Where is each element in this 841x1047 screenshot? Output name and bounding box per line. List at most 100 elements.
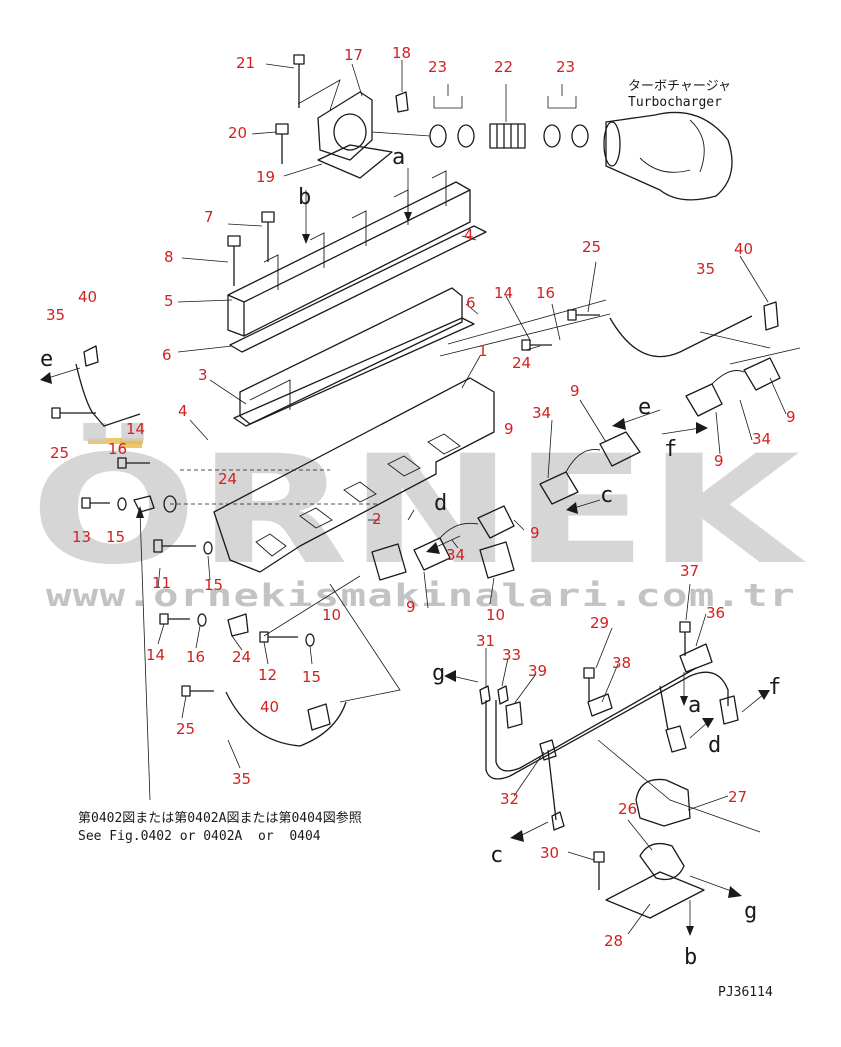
callout-40-left: 40 [78, 288, 97, 306]
callout-3: 3 [198, 366, 208, 384]
bolt-16-left [117, 457, 150, 469]
callout-35-right: 35 [696, 260, 715, 278]
turbocharger-label-ja: ターボチャージャ [628, 79, 731, 94]
watermark: ÖRNEK www.ornekismakinalari.com.tr [30, 422, 806, 614]
callout-15-left: 15 [106, 528, 125, 546]
callout-16-bottom: 16 [186, 648, 205, 666]
intake-manifold-1 [213, 377, 495, 573]
letter-d-mid: d [434, 491, 447, 516]
callout-40-right: 40 [734, 240, 753, 258]
bolt-18 [395, 91, 409, 113]
callout-35-left: 35 [46, 306, 65, 324]
bolt-20 [275, 123, 289, 164]
callout-9-d: 9 [406, 598, 416, 616]
callout-21: 21 [236, 54, 255, 72]
callout-38: 38 [612, 654, 631, 672]
callout-40-bottom: 40 [260, 698, 279, 716]
callout-39: 39 [528, 662, 547, 680]
callouts: 21 17 18 23 22 23 20 19 7 8 5 6 3 4 4 6 … [46, 44, 796, 950]
callout-14-top: 14 [126, 420, 145, 438]
bellows-22 [489, 123, 526, 149]
elbow-flange [333, 113, 367, 151]
callout-18: 18 [392, 44, 411, 62]
cap-40b [763, 301, 779, 331]
harness-34c [711, 370, 745, 385]
leaders [40, 60, 801, 936]
bolt-13 [81, 497, 110, 509]
connector-15 [133, 495, 155, 513]
callout-24-right: 24 [512, 354, 531, 372]
callout-26: 26 [618, 800, 637, 818]
callout-25-left: 25 [50, 444, 69, 462]
clamp-32 [539, 739, 557, 761]
line-art [51, 54, 781, 919]
reference-note-en: See Fig.0402 or 0402A or 0404 [78, 829, 321, 844]
callout-1: 1 [478, 342, 488, 360]
callout-20: 20 [228, 124, 247, 142]
callout-5: 5 [164, 292, 174, 310]
washer-2 [163, 495, 177, 513]
bracket-27 [635, 778, 691, 827]
cable-35-lower [225, 691, 347, 747]
bracket-17 [317, 91, 373, 161]
callout-33: 33 [502, 646, 521, 664]
callout-16-right: 16 [536, 284, 555, 302]
cable-35-right [609, 315, 753, 358]
callout-25-bottom: 25 [176, 720, 195, 738]
bolt-11 [153, 539, 196, 553]
callout-4-left: 4 [178, 402, 188, 420]
callout-34-b: 34 [446, 546, 465, 564]
heater-9f [743, 357, 781, 391]
callout-23-right: 23 [556, 58, 575, 76]
clip-31 [479, 685, 491, 705]
watermark-accent-1 [88, 438, 143, 444]
bolt-14-lower [159, 613, 190, 625]
watermark-accent-2 [120, 438, 142, 448]
heater-9c [477, 505, 515, 539]
turbo-outlet [603, 121, 621, 167]
letter-g-lower-right: g [744, 899, 757, 924]
bolt-8 [227, 235, 241, 286]
clip-33 [497, 685, 509, 705]
ring-23d [571, 124, 589, 148]
drawing-code: PJ36114 [718, 985, 773, 1000]
air-duct-5 [227, 181, 471, 337]
heater-9e [685, 383, 723, 417]
letter-g-lower-left: g [432, 661, 445, 686]
bolt-29 [583, 667, 595, 702]
callout-8: 8 [164, 248, 174, 266]
callout-30: 30 [540, 844, 559, 862]
callout-23-left: 23 [428, 58, 447, 76]
callout-2: 2 [372, 510, 382, 528]
ring-23a [429, 124, 447, 148]
reference-leader [139, 511, 151, 801]
letter-b-top: b [298, 185, 311, 210]
letter-e-left: e [40, 347, 53, 372]
cover-3 [239, 287, 463, 425]
letter-c-lower: c [490, 843, 503, 868]
letter-f-lower: f [768, 675, 781, 700]
letter-c-mid: c [600, 483, 613, 508]
harness-34a [565, 449, 601, 473]
plate-28 [605, 871, 705, 919]
letter-a-lower: a [688, 693, 701, 718]
bolt-7 [261, 211, 275, 262]
reference-note-ja: 第0402図または第0402A図または第0404図参照 [78, 810, 362, 826]
callout-15-mid: 15 [204, 576, 223, 594]
bolt-25-lower [181, 685, 214, 697]
watermark-url: www.ornekismakinalari.com.tr [46, 578, 796, 614]
washer-15c [305, 633, 315, 647]
callout-9-b: 9 [504, 420, 514, 438]
cap-40c [307, 703, 331, 731]
gasket-10b [479, 541, 515, 579]
clip-24-lower [227, 613, 249, 637]
callout-29: 29 [590, 614, 609, 632]
callout-12: 12 [258, 666, 277, 684]
reference-note: 第0402図または第0402A図または第0404図参照 See Fig.0402… [78, 810, 362, 844]
callout-37: 37 [680, 562, 699, 580]
bolt-21 [293, 54, 305, 108]
washer-16-lower [197, 613, 207, 627]
letter-b-lower: b [684, 945, 697, 970]
cable-35-left [75, 363, 141, 427]
